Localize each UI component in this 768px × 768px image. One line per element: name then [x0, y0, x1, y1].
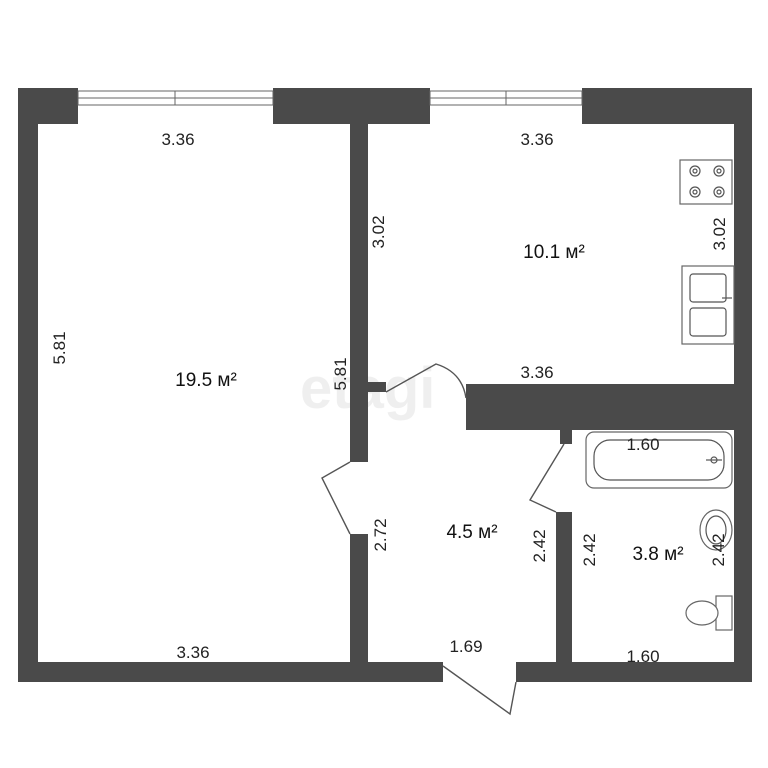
- outer-wall-bottom-left: [18, 662, 443, 682]
- bath-top-dim: 1.60: [626, 435, 659, 454]
- bath-right-dim: 2.42: [709, 533, 728, 566]
- wall-living-kitchen: [350, 124, 368, 392]
- stove-icon: [679, 159, 733, 205]
- bathtub-icon: [585, 431, 733, 489]
- kitchen-bottom-dim: 3.36: [520, 363, 553, 382]
- hall-area: 4.5 м²: [446, 522, 497, 543]
- wall-living-hall-upper: [350, 392, 368, 462]
- door-bath: [528, 443, 565, 513]
- toilet-icon: [685, 595, 733, 631]
- outer-wall-top-right: [582, 88, 752, 124]
- hall-bottom-dim: 1.69: [449, 637, 482, 656]
- living-bottom-dim: 3.36: [176, 643, 209, 662]
- outer-wall-right: [734, 88, 752, 682]
- outer-wall-bottom-right: [516, 662, 752, 682]
- door-entrance: [442, 665, 517, 716]
- wall-living-hall-lower: [350, 534, 368, 662]
- outer-wall-top-middle: [273, 88, 430, 124]
- wall-kitchen-bath: [466, 384, 734, 430]
- sink-icon: [681, 265, 735, 345]
- living-top-dim: 3.36: [161, 130, 194, 149]
- window-living: [77, 90, 274, 106]
- kitchen-top-dim: 3.36: [520, 130, 553, 149]
- bath-left-dim: 2.42: [580, 533, 599, 566]
- living-left-dim: 5.81: [50, 331, 69, 364]
- hall-right-dim: 2.42: [530, 529, 549, 562]
- kitchen-left-dim: 3.02: [369, 215, 388, 248]
- washbasin-icon: [699, 509, 733, 551]
- kitchen-area: 10.1 м²: [523, 242, 585, 263]
- living-area: 19.5 м²: [175, 370, 237, 391]
- wall-hall-bath: [556, 512, 572, 662]
- door-living: [321, 461, 351, 535]
- kitchen-right-dim: 3.02: [710, 217, 729, 250]
- wall-stub-bath: [560, 430, 572, 444]
- wall-stub-kitchen: [368, 382, 386, 392]
- hall-left-dim: 2.72: [371, 518, 390, 551]
- door-kitchen: [385, 363, 467, 399]
- bath-bottom-dim: 1.60: [626, 647, 659, 666]
- bath-area: 3.8 м²: [632, 544, 683, 565]
- window-kitchen: [429, 90, 583, 106]
- living-right-dim: 5.81: [331, 357, 350, 390]
- outer-wall-left: [18, 88, 38, 682]
